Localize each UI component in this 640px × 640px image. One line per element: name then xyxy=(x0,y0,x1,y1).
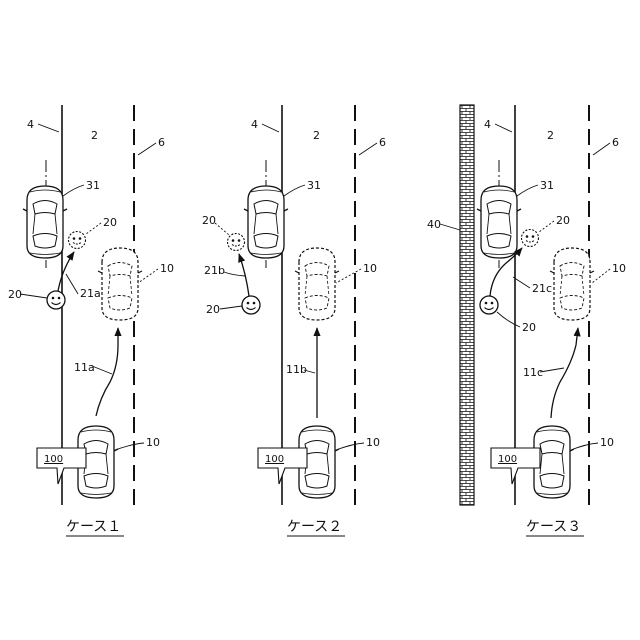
panel-case-1: 4 2 6 31 10 20 20 21a 11a 10 100 ケース１ xyxy=(8,105,174,536)
label-own-vehicle: 10 xyxy=(366,436,380,449)
own-path-arrow xyxy=(551,328,578,418)
pedestrian-icon xyxy=(480,296,498,314)
own-vehicle-future-icon xyxy=(550,248,594,320)
pedestrian-path-arrow xyxy=(58,252,74,291)
label-dashed-line: 6 xyxy=(158,136,165,149)
pedestrian-future-icon xyxy=(69,232,86,249)
leader-wall xyxy=(440,224,460,230)
pedestrian-icon xyxy=(47,291,65,309)
label-dashed-line: 6 xyxy=(612,136,619,149)
label-own-vehicle: 10 xyxy=(146,436,160,449)
label-own-path: 11b xyxy=(286,363,307,376)
label-pedestrian-future: 20 xyxy=(103,216,117,229)
leader-pedestrian-path xyxy=(224,272,245,276)
leader-dashed-line xyxy=(138,143,156,155)
leader-own-vehicle-future xyxy=(336,269,361,283)
label-road: 2 xyxy=(547,129,554,142)
label-lane-line: 4 xyxy=(27,118,34,131)
label-road: 2 xyxy=(91,129,98,142)
label-pedestrian-future: 20 xyxy=(556,214,570,227)
other-vehicle-icon xyxy=(244,186,288,258)
leader-own-path xyxy=(540,368,564,372)
label-own-path: 11c xyxy=(523,366,543,379)
label-lane-line: 4 xyxy=(484,118,491,131)
leader-pedestrian-future xyxy=(215,223,229,235)
label-device: 100 xyxy=(265,454,284,465)
label-pedestrian-future: 20 xyxy=(202,214,216,227)
panel-case-2: 4 2 6 31 10 20 20 21b 11b 10 100 ケース２ xyxy=(202,105,386,536)
leader-own-vehicle-future xyxy=(592,269,610,283)
leader-pedestrian-path xyxy=(66,274,78,294)
label-other-vehicle: 31 xyxy=(307,179,321,192)
caption-case-2: ケース２ xyxy=(287,519,342,535)
leader-other-vehicle xyxy=(284,185,305,196)
pedestrian-future-icon xyxy=(228,234,245,251)
other-vehicle-icon xyxy=(23,186,67,258)
other-vehicle-icon xyxy=(477,186,521,258)
label-pedestrian: 20 xyxy=(8,288,22,301)
label-own-vehicle-future: 10 xyxy=(363,262,377,275)
label-other-vehicle: 31 xyxy=(86,179,100,192)
label-dashed-line: 6 xyxy=(379,136,386,149)
label-pedestrian-path: 21c xyxy=(532,282,552,295)
leader-dashed-line xyxy=(593,143,610,155)
leader-pedestrian-future xyxy=(86,223,101,234)
leader-lane-line xyxy=(262,124,279,132)
leader-dashed-line xyxy=(359,143,377,155)
label-pedestrian-path: 21a xyxy=(80,287,101,300)
leader-pedestrian xyxy=(220,306,242,309)
leader-own-vehicle xyxy=(115,443,144,450)
caption-case-1: ケース１ xyxy=(66,519,121,535)
wall xyxy=(460,105,474,505)
leader-other-vehicle xyxy=(517,185,538,196)
label-own-vehicle-future: 10 xyxy=(160,262,174,275)
pedestrian-path-arrow xyxy=(239,254,249,296)
label-other-vehicle: 31 xyxy=(540,179,554,192)
own-vehicle-future-icon xyxy=(98,248,142,320)
label-device: 100 xyxy=(498,454,517,465)
label-own-path: 11a xyxy=(74,361,95,374)
leader-lane-line xyxy=(495,124,512,132)
label-pedestrian: 20 xyxy=(206,303,220,316)
label-wall: 40 xyxy=(427,218,441,231)
label-lane-line: 4 xyxy=(251,118,258,131)
leader-pedestrian xyxy=(20,294,47,298)
panel-case-3: 40 4 2 6 31 10 20 20 21c 11c 10 100 xyxy=(427,105,626,536)
pedestrian-future-icon xyxy=(522,230,539,247)
label-road: 2 xyxy=(313,129,320,142)
label-device: 100 xyxy=(44,454,63,465)
leader-pedestrian xyxy=(497,312,520,327)
leader-own-vehicle xyxy=(336,443,364,450)
label-pedestrian-path: 21b xyxy=(204,264,225,277)
leader-own-vehicle xyxy=(571,443,598,450)
leader-pedestrian-future xyxy=(539,221,554,232)
own-vehicle-future-icon xyxy=(295,248,339,320)
label-own-vehicle: 10 xyxy=(600,436,614,449)
leader-lane-line xyxy=(38,124,59,132)
leader-own-path xyxy=(92,366,112,374)
label-own-vehicle-future: 10 xyxy=(612,262,626,275)
caption-case-3: ケース３ xyxy=(526,519,581,535)
pedestrian-icon xyxy=(242,296,260,314)
leader-other-vehicle xyxy=(63,185,84,196)
label-pedestrian: 20 xyxy=(522,321,536,334)
